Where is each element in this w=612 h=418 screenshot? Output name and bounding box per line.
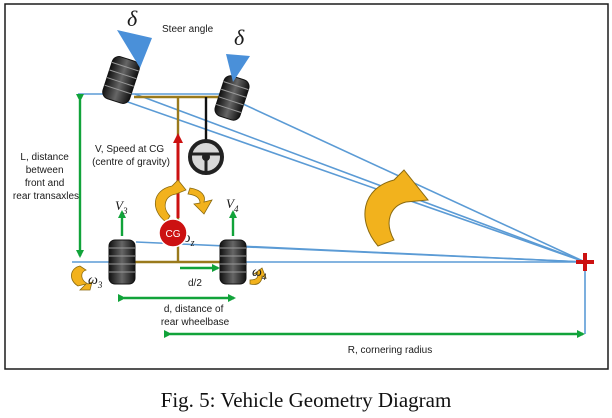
figure-frame bbox=[4, 3, 609, 370]
turning-center-icon bbox=[576, 253, 594, 271]
omega3-rotation-arrow bbox=[71, 265, 93, 291]
steer-wedge-right bbox=[226, 54, 250, 82]
omega4-label: ω4 bbox=[252, 265, 267, 282]
rear-left-wheel bbox=[108, 239, 136, 285]
track-width-label: d, distance of rear wheelbase bbox=[161, 304, 230, 328]
steer-angle-label: Steer angle bbox=[162, 24, 214, 35]
V-label: V, Speed at CG (centre of gravity) bbox=[92, 144, 170, 168]
rear-right-wheel bbox=[219, 239, 247, 285]
yaw-rotation-arrow bbox=[155, 179, 187, 223]
steer-wedge-left bbox=[117, 30, 152, 68]
figure-caption: Fig. 5: Vehicle Geometry Diagram bbox=[160, 388, 452, 412]
front-right-wheel bbox=[214, 75, 250, 121]
v3-label: V3 bbox=[115, 198, 128, 216]
omega4-rotation-arrow bbox=[249, 267, 267, 285]
omega3-label: ω3 bbox=[88, 273, 103, 290]
front-left-wheel bbox=[102, 56, 140, 104]
v4-label: V4 bbox=[226, 196, 239, 214]
cornering-radius-label: R, cornering radius bbox=[348, 345, 432, 356]
delta-left-label: δ bbox=[127, 6, 138, 31]
L-label: L, distance between front and rear trans… bbox=[13, 152, 79, 202]
yaw-rotation-arrow-head bbox=[187, 187, 213, 215]
steering-wheel-icon bbox=[188, 139, 224, 175]
delta-right-label: δ bbox=[234, 25, 245, 50]
cornering-direction-arrow bbox=[364, 169, 429, 247]
cg-label: CG bbox=[166, 229, 181, 240]
half-track-label: d/2 bbox=[188, 278, 202, 289]
cg-marker bbox=[158, 218, 188, 248]
